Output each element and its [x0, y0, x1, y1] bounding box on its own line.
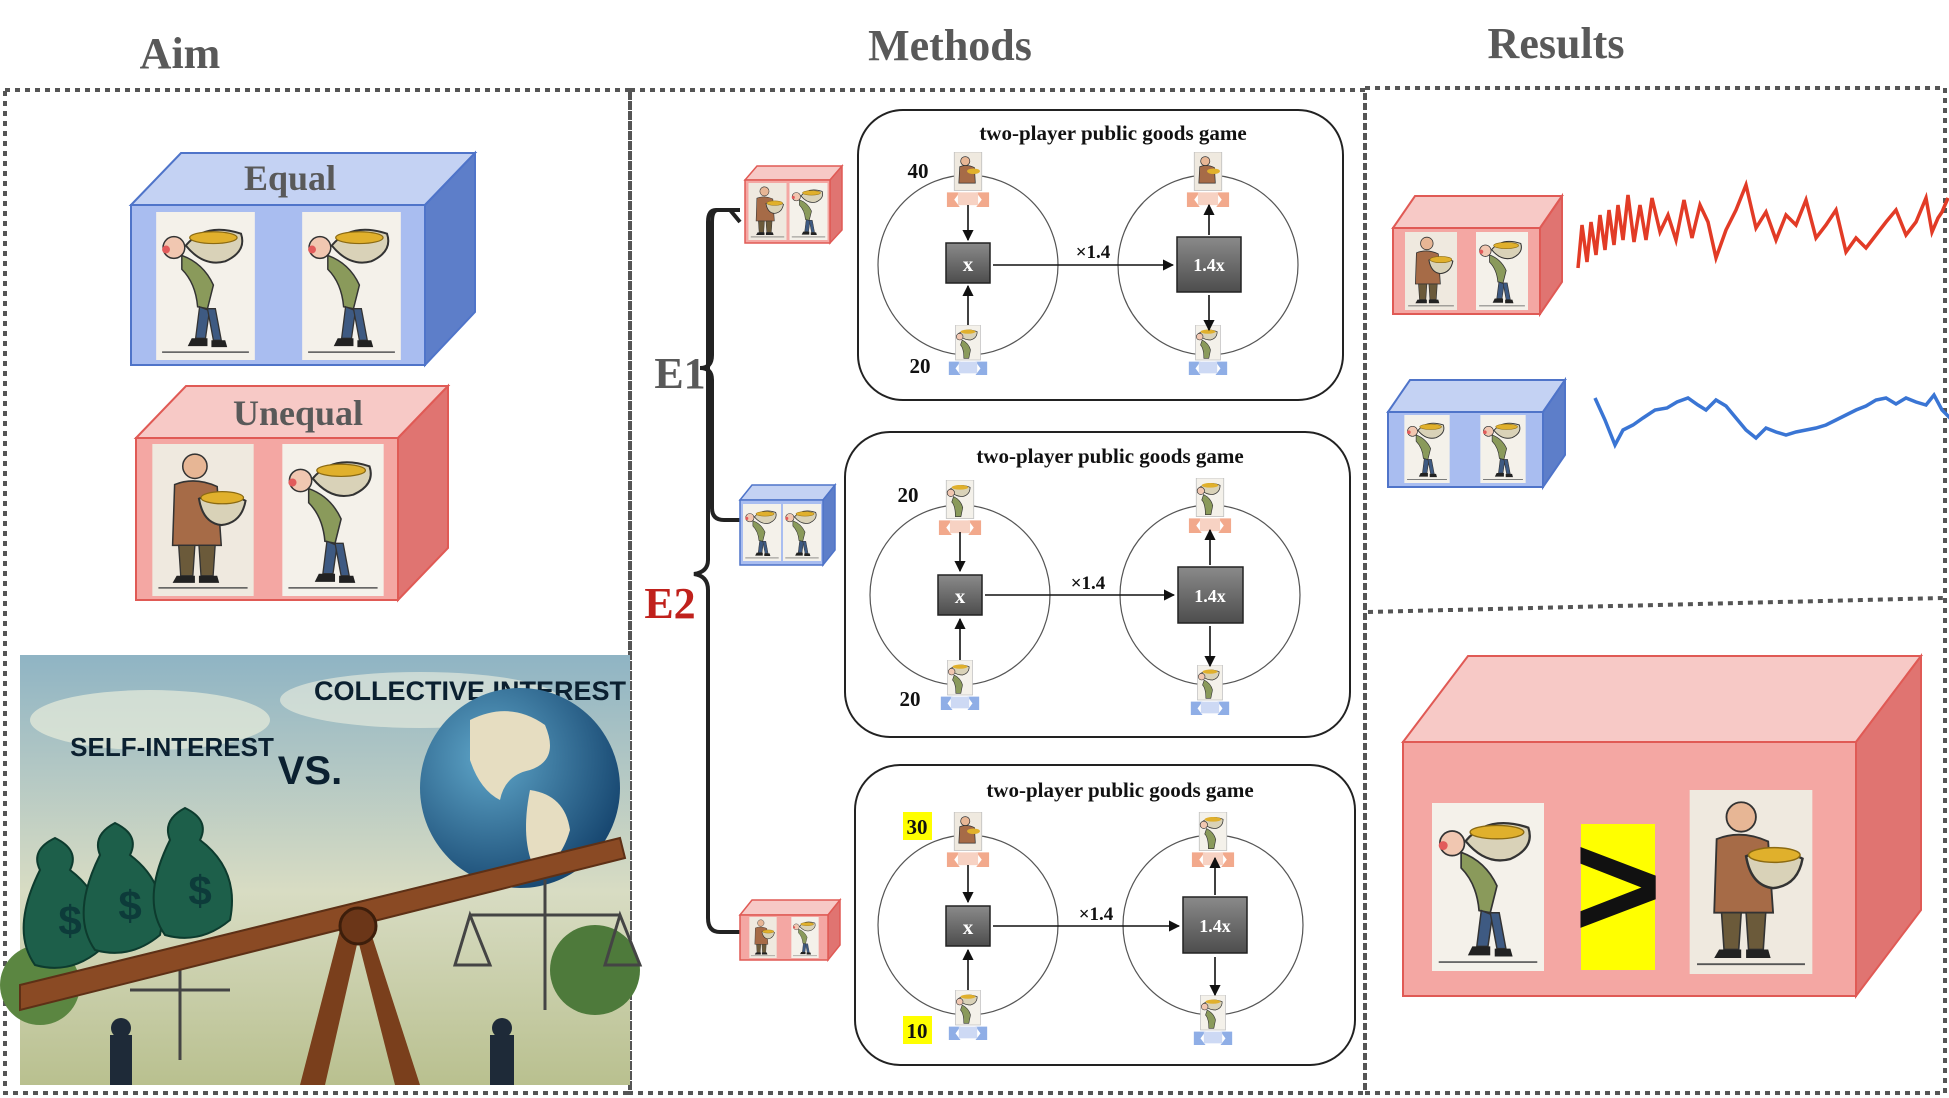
game-panel-2: two-player public goods game 20 20 x 1.4… [844, 431, 1351, 738]
e1-unequal-mini-box [743, 163, 844, 245]
game-1-multiplier: ×1.4 [1076, 242, 1111, 263]
money-bag-icon: $ $ $ [22, 806, 233, 969]
greater-than-symbol: > [1574, 801, 1662, 969]
results-comparison-box: > [1400, 653, 1924, 999]
equal-label: Equal [244, 158, 336, 198]
bag-dollar-3: $ [188, 867, 211, 914]
game-2-multiplier: ×1.4 [1071, 573, 1106, 594]
game-2-title: two-player public goods game [976, 444, 1243, 468]
self-interest-text: SELF-INTEREST [70, 732, 274, 762]
e2-label: E2 [644, 579, 695, 628]
experiment-brackets [693, 208, 742, 934]
vs-text: VS. [278, 749, 342, 793]
game-panel-3: two-player public goods game 30 10 x 1.4… [854, 764, 1356, 1066]
e1-label: E1 [654, 349, 705, 398]
game-1-title: two-player public goods game [979, 121, 1246, 145]
e1-equal-mini-box [738, 482, 837, 568]
results-equal-box [1386, 376, 1567, 491]
globe-icon [420, 688, 620, 888]
equal-condition-box: Equal [128, 150, 478, 368]
game-3-top-endowment: 30 [907, 815, 928, 839]
game-3-top-highlight [903, 812, 932, 840]
game-3-bottom-endowment: 10 [907, 1019, 928, 1043]
collective-interest-text: COLLECTIVE INTEREST [314, 676, 627, 706]
game-1-contribution-box: x [963, 252, 974, 276]
aim-header: Aim [140, 29, 221, 78]
game-3-contribution-box: x [963, 915, 974, 939]
game-3-title: two-player public goods game [986, 778, 1253, 802]
game-2-result-box: 1.4x [1194, 586, 1226, 606]
panel-borders [3, 86, 1947, 1095]
game-2-contribution-box: x [955, 584, 966, 608]
equal-contribution-trace [1593, 391, 1949, 450]
results-header: Results [1488, 19, 1625, 68]
game-3-multiplier: ×1.4 [1079, 904, 1114, 925]
game-3-result-box: 1.4x [1199, 916, 1231, 936]
people-silhouettes [110, 1018, 514, 1085]
game-2-top-endowment: 20 [898, 483, 919, 507]
game-2-bottom-endowment: 20 [900, 687, 921, 711]
e2-unequal-mini-box [738, 897, 842, 963]
unequal-contribution-trace [1576, 179, 1949, 269]
scale-icon [130, 880, 643, 1060]
results-unequal-box [1391, 192, 1564, 318]
methods-header: Methods [868, 21, 1032, 70]
unequal-label: Unequal [233, 393, 363, 433]
game-1-top-endowment: 40 [908, 159, 929, 183]
game-3-bottom-highlight [903, 1016, 932, 1044]
game-panel-1: two-player public goods game 40 20 x 1.4… [857, 109, 1344, 401]
bag-dollar-1: $ [58, 897, 81, 944]
comparison-highlight [1581, 824, 1655, 970]
game-1-bottom-endowment: 20 [910, 354, 931, 378]
unequal-condition-box: Unequal [133, 383, 451, 603]
game-1-result-box: 1.4x [1193, 255, 1225, 275]
self-vs-collective-poster: COLLECTIVE INTEREST SELF-INTEREST VS. $ … [0, 655, 643, 1085]
bag-dollar-2: $ [118, 882, 141, 929]
